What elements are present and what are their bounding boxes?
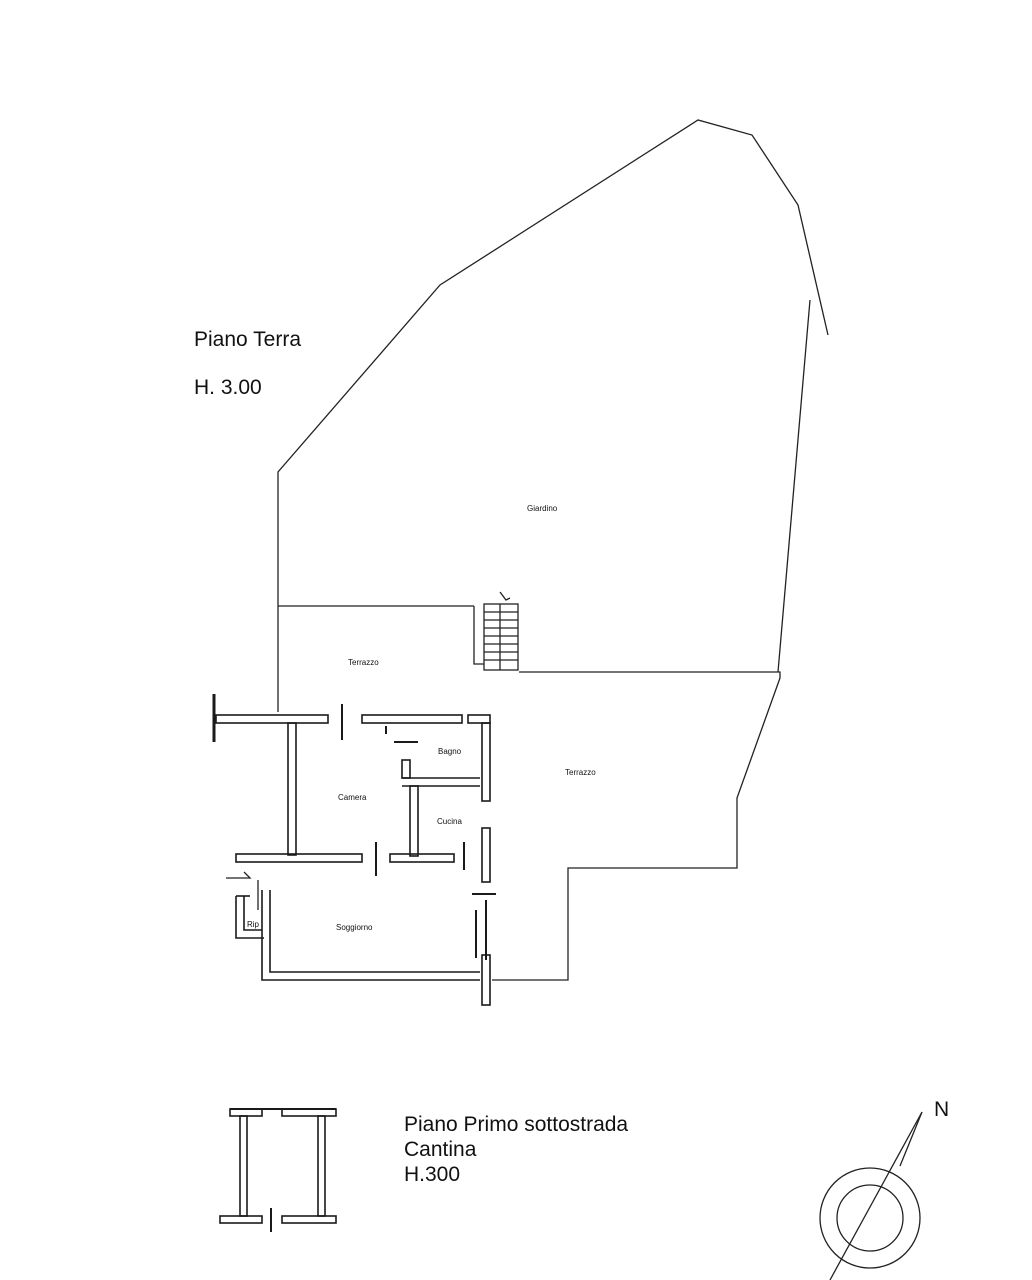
room-label-garden: Giardino [527, 504, 558, 513]
room-label-bedroom: Camera [338, 793, 367, 802]
room-label-closet: Rip [247, 920, 260, 929]
room-label-kitchen: Cucina [437, 817, 462, 826]
basement-room: Cantina [404, 1138, 477, 1161]
north-arrow-icon [819, 1111, 923, 1280]
room-label-bathroom: Bagno [438, 747, 462, 756]
basement-height: H.300 [404, 1163, 460, 1186]
room-label-terrace-right: Terrazzo [565, 768, 596, 777]
compass-north-label: N [934, 1098, 949, 1121]
room-label-living: Soggiorno [336, 923, 373, 932]
ground-floor-height: H. 3.00 [194, 376, 262, 399]
basement-title: Piano Primo sottostrada [404, 1113, 628, 1136]
garden-outline [277, 119, 829, 981]
apartment-walls [212, 694, 496, 1006]
ground-floor-title: Piano Terra [194, 328, 301, 351]
room-label-terrace-upper: Terrazzo [348, 658, 379, 667]
staircase [483, 591, 519, 671]
basement-plan [219, 1108, 337, 1232]
